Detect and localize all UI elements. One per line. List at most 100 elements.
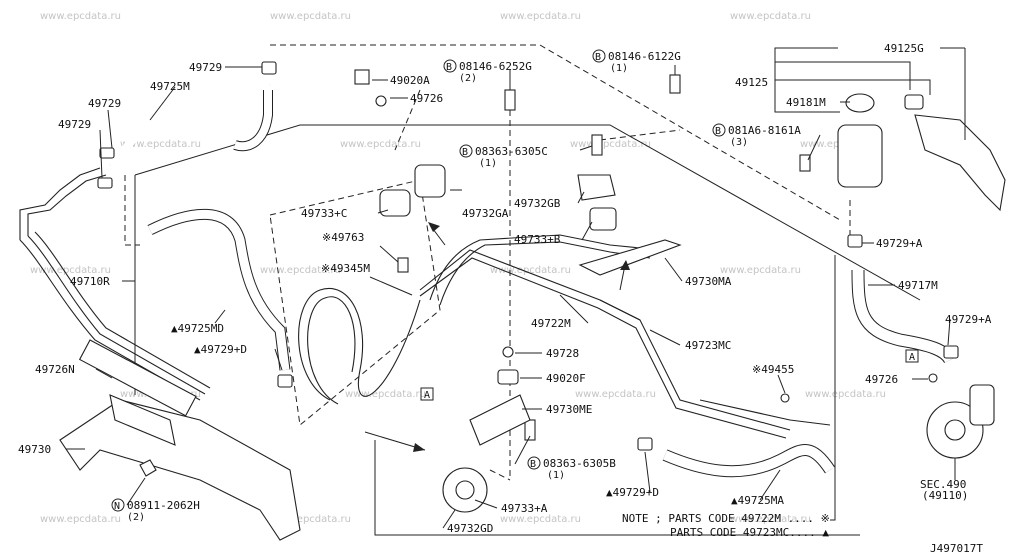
pipe-49722m [298, 287, 421, 401]
part-label: 081A6-8161A [728, 124, 801, 137]
part-qty: (1) [479, 158, 497, 169]
circle-b-letter: B [530, 459, 536, 470]
hose-clamp [847, 234, 863, 248]
reservoir-tank [837, 124, 883, 188]
steering-rack-cylinder [78, 339, 197, 417]
part-qty: (2) [127, 512, 145, 523]
reservoir-bracket [914, 114, 1006, 212]
watermark: www.epcdata.ru [500, 514, 581, 525]
part-label: 49728 [546, 347, 579, 360]
washer-49726 [928, 373, 938, 383]
part-labels: 49729 49725M 49729 49729 49020A 49726 08… [18, 42, 992, 535]
watermark: www.epcdata.ru [720, 265, 801, 276]
pipe-line [699, 399, 831, 426]
circle-b-letter: B [715, 126, 721, 137]
hose-49725m [109, 84, 271, 166]
part-label: 49020F [546, 372, 586, 385]
clamp-49732gb [577, 174, 616, 201]
part-label: 49020A [390, 74, 430, 87]
reservoir-grommet [904, 94, 924, 110]
pipe-line [27, 174, 107, 236]
watermark: www.epcdata.ru [575, 389, 656, 400]
part-label: 49730 [18, 443, 51, 456]
part-label: ※49455 [752, 363, 794, 376]
hose-clamp [97, 177, 113, 189]
grommet-49020f [497, 369, 519, 385]
dashed-group-boundary [270, 44, 841, 221]
part-label: 49725M [150, 80, 190, 93]
watermark: www.epcdata.ru [805, 389, 886, 400]
watermark: www.epcdata.ru [490, 265, 571, 276]
bolt [799, 154, 811, 172]
watermark: www.epcdata.ru [260, 265, 341, 276]
solid-group-boundary [374, 440, 860, 536]
insulator-49733c [379, 189, 411, 217]
part-label: ※49345M [321, 262, 370, 275]
circle-b-symbol [459, 144, 473, 158]
clamp-49732ga [414, 164, 446, 198]
bracket-49730 [59, 399, 301, 541]
frame-lines [124, 44, 921, 536]
circle-n-letter: N [114, 501, 120, 512]
bolt [504, 89, 516, 111]
part-label: 49729 [189, 61, 222, 74]
nut [139, 459, 157, 477]
watermark: www.epcdata.ru [120, 139, 201, 150]
pipe-49722m [307, 296, 356, 405]
watermark: www.epcdata.ru [40, 11, 121, 22]
pipe-line [419, 249, 791, 431]
pipe-line [419, 257, 787, 439]
ref-a-letter: A [909, 352, 915, 363]
circle-b-symbol [443, 59, 457, 73]
circle-b-letter: B [446, 62, 452, 73]
bracket-49730ma [578, 239, 682, 276]
note-line-1: NOTE ; PARTS CODE 49722M .... ※ [622, 512, 830, 525]
part-label: ▲49725MD [171, 322, 224, 335]
part-label: 49733+B [514, 233, 561, 246]
part-label: 49729+A [876, 237, 923, 250]
pipe-line [34, 231, 211, 389]
washer-49728 [502, 346, 514, 358]
part-label: 49732GA [462, 207, 509, 220]
bolt [591, 134, 603, 156]
watermark: www.epcdata.ru [340, 139, 421, 150]
circle-b-symbol [527, 456, 541, 470]
dashed-leader [599, 129, 681, 141]
watermark: www.epcdata.ru [500, 11, 581, 22]
pipe-line [27, 235, 206, 395]
parts-code-note: NOTE ; PARTS CODE 49722M .... ※ PARTS CO… [622, 512, 830, 539]
part-label: 49710R [70, 275, 110, 288]
part-label: 49125G [884, 42, 924, 55]
part-qty: (3) [730, 137, 748, 148]
part-label: 49732GB [514, 197, 561, 210]
section-reference: SEC.490 [920, 478, 966, 491]
part-label: 49729 [58, 118, 91, 131]
part-label: 08146-6122G [608, 50, 681, 63]
circle-b-symbol [592, 49, 606, 63]
pipes [19, 83, 956, 478]
part-label: 49729 [88, 97, 121, 110]
dashed-leader [394, 89, 421, 151]
bolt [669, 74, 681, 94]
part-label: 49729+A [945, 313, 992, 326]
insulator-49733b [589, 207, 617, 231]
insulator-49733a [455, 480, 475, 500]
watermark: www.epcdata.ru [570, 139, 651, 150]
part-label: 49723MC [685, 339, 731, 352]
part-label: ▲49729+D [606, 486, 659, 499]
watermark: www.epcdata.ru [345, 389, 426, 400]
watermark: www.epcdata.ru [270, 11, 351, 22]
watermark: www.epcdata.ru [270, 514, 351, 525]
hose-clamp [943, 345, 959, 359]
dashed-subassembly [269, 179, 441, 426]
part-label: 49722M [531, 317, 571, 330]
part-label: 08911-2062H [127, 499, 200, 512]
part-label: 49181M [786, 96, 826, 109]
note-line-2: PARTS CODE 49723MC.... ▲ [670, 526, 829, 539]
part-label: 49732GD [447, 522, 493, 535]
part-label: 49730MA [685, 275, 732, 288]
union-bolt [354, 69, 370, 85]
part-label: 49726 [865, 373, 898, 386]
part-label: ※49763 [322, 231, 364, 244]
dashed-leader [489, 469, 511, 481]
